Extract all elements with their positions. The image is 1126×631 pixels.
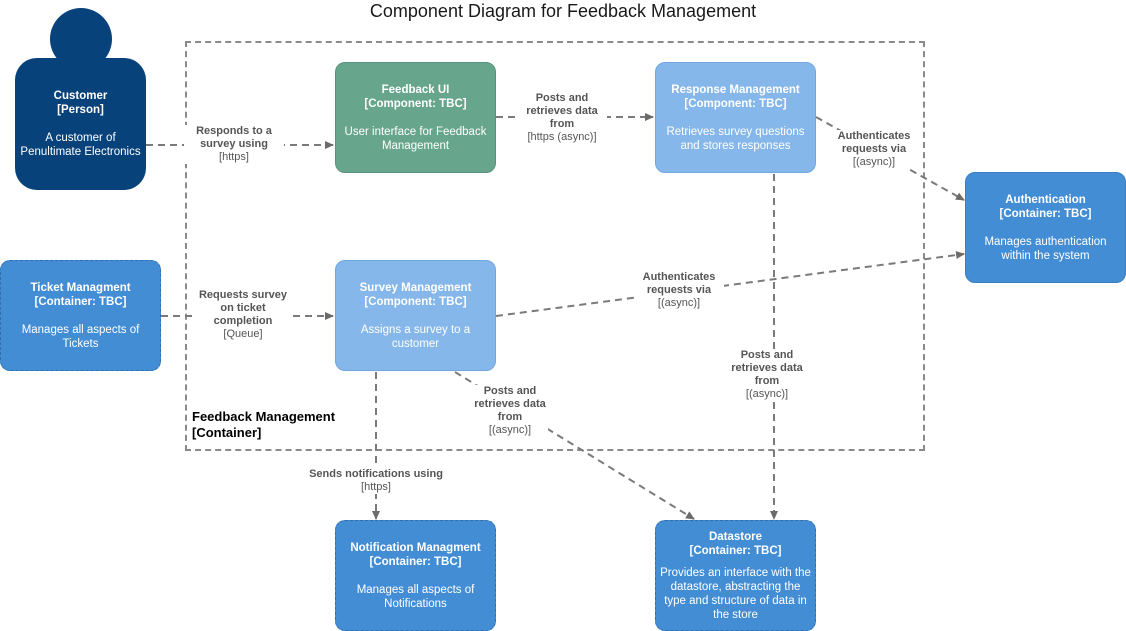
label-response-datastore: Posts and retrieves data from [(async)] (729, 349, 805, 401)
node-desc: A customer of Penultimate Electronics (20, 132, 141, 158)
feedback-management-boundary (185, 41, 925, 451)
node-kind: [Container: TBC] (689, 544, 782, 557)
node-name: Survey Management (359, 281, 472, 294)
edge-survey-auth (495, 251, 965, 317)
label-response-auth: Authenticates requests via [(async)] (829, 130, 919, 169)
label-tech: [https] (361, 481, 391, 493)
label-tech: [https (async)] (527, 131, 597, 143)
label-text: Authenticates requests via (642, 271, 716, 296)
label-tech: [(async)] (657, 297, 701, 309)
node-desc: User interface for Feedback Management (344, 125, 487, 152)
node-name: Datastore (708, 530, 763, 543)
label-survey-notification: Sends notifications using [https] (300, 468, 452, 494)
node-kind: [Person] (57, 104, 104, 116)
label-customer-feedback: Responds to a survey using [https] (184, 125, 284, 164)
label-tech: [(async)] (745, 388, 789, 400)
label-ticket-survey: Requests survey on ticket completion [Qu… (193, 289, 293, 341)
node-desc: Assigns a survey to a customer (360, 323, 471, 350)
response-management-component[interactable]: Response Management [Component: TBC] Ret… (655, 62, 816, 173)
label-tech: [Queue] (223, 328, 263, 340)
node-desc: Manages all aspects of Tickets (21, 323, 140, 350)
diagram-title: Component Diagram for Feedback Managemen… (369, 1, 757, 21)
label-tech: [(async)] (852, 156, 896, 168)
node-desc: Manages authentication within the system (984, 235, 1107, 262)
label-text: Requests survey on ticket completion (198, 289, 288, 327)
node-name: Customer (53, 90, 108, 102)
node-name: Ticket Managment (30, 281, 131, 294)
node-kind: [Container: TBC] (999, 207, 1092, 220)
label-text: Responds to a survey using (196, 125, 272, 150)
node-name: Notification Managment (350, 541, 481, 554)
label-text: Posts and retrieves data from (526, 92, 598, 130)
label-text: Posts and retrieves data from (474, 385, 546, 423)
feedback-ui-component[interactable]: Feedback UI [Component: TBC] User interf… (335, 62, 496, 173)
label-tech: [(async)] (488, 424, 532, 436)
node-kind: [Component: TBC] (364, 295, 467, 308)
boundary-name: Feedback Management (192, 409, 336, 424)
label-text: Authenticates requests via (837, 130, 911, 155)
node-desc: Provides an interface with the datastore… (660, 566, 811, 621)
label-tech: [https] (219, 151, 249, 163)
survey-management-component[interactable]: Survey Management [Component: TBC] Assig… (335, 260, 496, 371)
node-desc: Retrieves survey questions and stores re… (666, 125, 805, 152)
label-text: Sends notifications using (309, 468, 443, 480)
node-kind: [Component: TBC] (684, 97, 787, 110)
customer-person[interactable]: Customer [Person] A customer of Penultim… (15, 58, 146, 190)
label-feedback-response: Posts and retrieves data from [https (as… (517, 92, 607, 144)
authentication-container[interactable]: Authentication [Container: TBC] Manages … (965, 172, 1126, 283)
label-text: Posts and retrieves data from (731, 349, 803, 387)
node-name: Feedback UI (381, 83, 450, 96)
boundary-label: Feedback Management [Container] (192, 409, 335, 441)
node-name: Response Management (671, 83, 800, 96)
node-kind: [Container: TBC] (369, 555, 462, 568)
label-survey-datastore: Posts and retrieves data from [(async)] (472, 385, 548, 437)
ticket-management-container[interactable]: Ticket Managment [Container: TBC] Manage… (0, 260, 161, 371)
node-name: Authentication (1005, 193, 1086, 206)
datastore-container[interactable]: Datastore [Container: TBC] Provides an i… (655, 520, 816, 631)
notification-management-container[interactable]: Notification Managment [Container: TBC] … (335, 520, 496, 631)
node-desc: Manages all aspects of Notifications (356, 583, 475, 610)
edge-survey-datastore (454, 371, 695, 520)
boundary-kind: [Container] (192, 425, 262, 440)
node-kind: [Component: TBC] (364, 97, 467, 110)
label-survey-auth: Authenticates requests via [(async)] (634, 271, 724, 310)
node-kind: [Container: TBC] (34, 295, 127, 308)
